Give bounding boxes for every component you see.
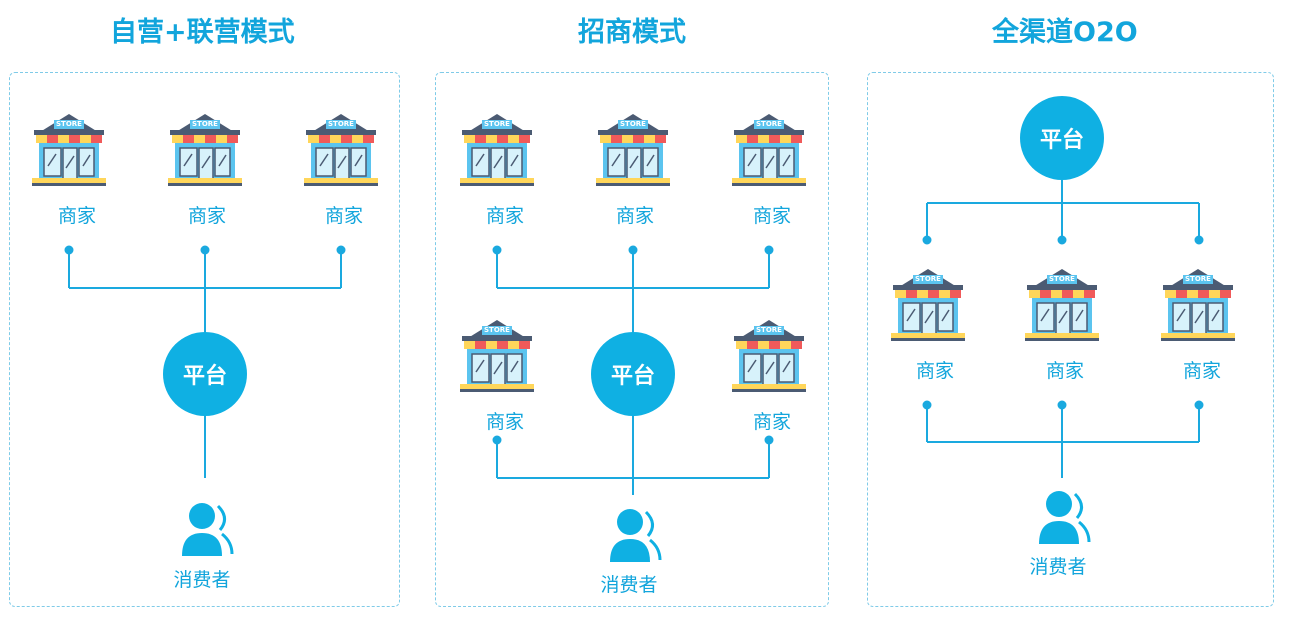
title-omnichannel-o2o: 全渠道O2O: [992, 17, 1138, 48]
consumer-icon: [178, 500, 238, 560]
store-icon: STORE: [458, 110, 536, 188]
store-icon: STORE: [1023, 265, 1101, 343]
store-icon: STORE: [302, 110, 380, 188]
store-icon: STORE: [30, 110, 108, 188]
store-icon: STORE: [594, 110, 672, 188]
platform-node: 平台: [591, 332, 675, 416]
merchant-label: 商家: [615, 205, 654, 227]
store-icon: STORE: [458, 316, 536, 394]
consumer-label: 消费者: [1029, 556, 1087, 578]
store-sign: STORE: [484, 120, 510, 128]
title-self-operated: 自营+联营模式: [110, 17, 295, 48]
consumer-icon: [1035, 488, 1095, 548]
merchant-label: 商家: [485, 411, 524, 433]
store-sign: STORE: [915, 275, 941, 283]
merchant-label: 商家: [187, 205, 226, 227]
store-sign: STORE: [756, 120, 782, 128]
store-icon: STORE: [889, 265, 967, 343]
store-sign: STORE: [484, 326, 510, 334]
panel-omnichannel-o2o: [867, 72, 1274, 607]
store-sign: STORE: [620, 120, 646, 128]
store-icon: STORE: [166, 110, 244, 188]
panel-merchant-investment: [435, 72, 829, 607]
merchant-label: 商家: [1182, 360, 1221, 382]
merchant-label: 商家: [1045, 360, 1084, 382]
store-sign: STORE: [56, 120, 82, 128]
store-sign: STORE: [1049, 275, 1075, 283]
platform-node: 平台: [163, 332, 247, 416]
merchant-label: 商家: [915, 360, 954, 382]
consumer-icon: [606, 506, 666, 566]
merchant-label: 商家: [752, 205, 791, 227]
platform-node: 平台: [1020, 96, 1104, 180]
store-sign: STORE: [328, 120, 354, 128]
store-icon: STORE: [1159, 265, 1237, 343]
store-icon: STORE: [730, 110, 808, 188]
merchant-label: 商家: [485, 205, 524, 227]
merchant-label: 商家: [57, 205, 96, 227]
consumer-label: 消费者: [173, 569, 231, 591]
panel-self-operated: [9, 72, 400, 607]
store-sign: STORE: [192, 120, 218, 128]
store-sign: STORE: [1185, 275, 1211, 283]
title-merchant-investment: 招商模式: [578, 17, 686, 48]
store-icon: STORE: [730, 316, 808, 394]
consumer-label: 消费者: [600, 574, 658, 596]
merchant-label: 商家: [752, 411, 791, 433]
store-sign: STORE: [756, 326, 782, 334]
merchant-label: 商家: [324, 205, 363, 227]
